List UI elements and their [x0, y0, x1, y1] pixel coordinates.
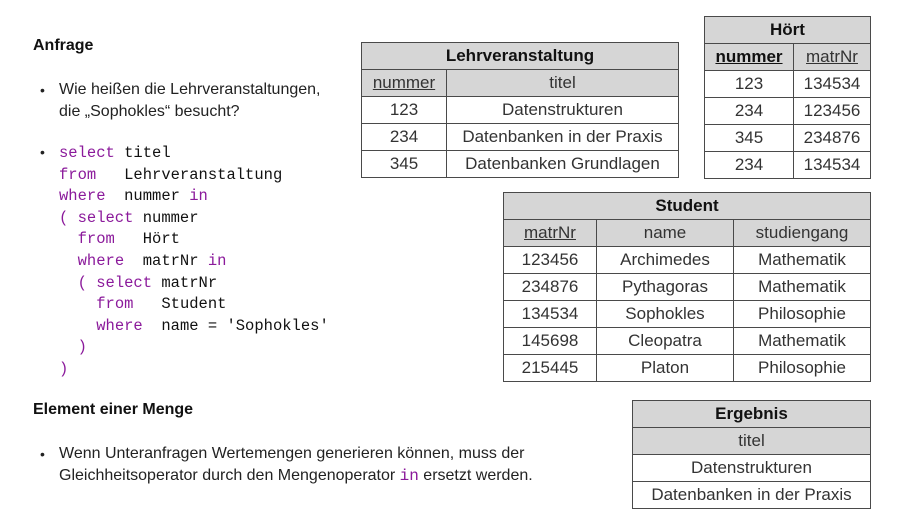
bullet-menge: • Wenn Unteranfragen Wertemengen generie… [40, 443, 533, 487]
sql-keyword: from [96, 295, 134, 314]
table-row: 234 Datenbanken in der Praxis [361, 123, 679, 151]
sql-query: select titel from Lehrveranstaltung wher… [59, 143, 329, 381]
table-ergebnis: Ergebnis titel Datenstrukturen Datenbank… [632, 400, 871, 509]
menge-line-1: Wenn Unteranfragen Wertemengen generiere… [59, 445, 525, 462]
table-cell: Pythagoras [596, 273, 734, 301]
table-cell: 134534 [793, 151, 871, 179]
heading-anfrage: Anfrage [33, 37, 94, 54]
table-row: 215445 Platon Philosophie [503, 354, 871, 382]
sql-text: Hört [114, 230, 180, 249]
column-header: studiengang [733, 219, 871, 247]
sql-keyword: in [189, 187, 208, 206]
column-header: matrNr [793, 43, 871, 71]
sql-keyword: where [59, 187, 106, 206]
column-header: name [596, 219, 734, 247]
table-row: Datenbanken in der Praxis [632, 481, 871, 509]
menge-text: Gleichheitsoperator durch den Mengenoper… [59, 467, 400, 484]
column-header: matrNr [503, 219, 597, 247]
table-cell: 345 [361, 150, 447, 178]
table-row: 345 Datenbanken Grundlagen [361, 150, 679, 178]
table-cell: Mathematik [733, 246, 871, 274]
table-cell: 123456 [793, 97, 871, 125]
table-cell: 234876 [503, 273, 597, 301]
column-header: titel [446, 69, 679, 97]
sql-text: nummer [133, 208, 199, 227]
table-cell: 134534 [503, 300, 597, 328]
table-title: Ergebnis [632, 400, 871, 428]
bullet-dot-icon: • [40, 144, 45, 160]
table-cell: 145698 [503, 327, 597, 355]
bullet-dot-icon: • [40, 82, 45, 98]
sql-text: Lehrveranstaltung [96, 165, 283, 184]
table-row: 345 234876 [704, 124, 871, 152]
table-cell: 234876 [793, 124, 871, 152]
sql-text: matrNr [152, 273, 218, 292]
table-row: 145698 Cleopatra Mathematik [503, 327, 871, 355]
table-cell: Philosophie [733, 300, 871, 328]
table-cell: Archimedes [596, 246, 734, 274]
table-student: Student matrNr name studiengang 123456 A… [503, 192, 871, 382]
column-header: titel [632, 427, 871, 455]
menge-inline-code: in [399, 467, 419, 485]
sql-keyword: from [77, 230, 115, 249]
sql-keyword: in [207, 251, 227, 270]
table-cell: Datenstrukturen [632, 454, 871, 482]
menge-text: ersetzt werden. [418, 467, 533, 484]
table-row: 123456 Archimedes Mathematik [503, 246, 871, 274]
table-cell: Mathematik [733, 273, 871, 301]
table-title: Student [503, 192, 871, 220]
sql-keyword: where [96, 316, 143, 335]
heading-element-einer-menge: Element einer Menge [33, 401, 194, 418]
sql-keyword: from [59, 165, 97, 184]
sql-keyword: select [59, 144, 115, 162]
table-cell: 234 [361, 123, 447, 151]
table-row: 134534 Sophokles Philosophie [503, 300, 871, 328]
table-row: 123 Datenstrukturen [361, 96, 679, 124]
sql-paren: ) [59, 359, 69, 378]
table-cell: 234 [704, 97, 794, 125]
sql-keyword: ( select [77, 273, 153, 292]
column-header: nummer [361, 69, 447, 97]
table-cell: Mathematik [733, 327, 871, 355]
table-cell: 123456 [503, 246, 597, 274]
bullet-question: • Wie heißen die Lehrveranstaltungen, di… [40, 79, 321, 123]
table-cell: Datenbanken in der Praxis [446, 123, 679, 151]
table-title: Lehrveranstaltung [361, 42, 679, 70]
question-line-2: die „Sophokles“ besucht? [59, 103, 240, 120]
table-cell: 345 [704, 124, 794, 152]
table-row: 234876 Pythagoras Mathematik [503, 273, 871, 301]
table-row: 234 123456 [704, 97, 871, 125]
sql-keyword: where [77, 251, 125, 270]
column-header: nummer [704, 43, 794, 71]
sql-text: nummer [105, 187, 190, 206]
table-lehrveranstaltung: Lehrveranstaltung nummer titel 123 Daten… [361, 42, 679, 178]
sql-text: matrNr [124, 251, 208, 270]
table-row: Datenstrukturen [632, 454, 871, 482]
table-hoert: Hört nummer matrNr 123 134534 234 123456… [704, 16, 871, 179]
table-cell: 134534 [793, 70, 871, 98]
table-row: 234 134534 [704, 151, 871, 179]
table-row: 123 134534 [704, 70, 871, 98]
sql-paren: ) [77, 338, 87, 357]
sql-text: Student [133, 295, 227, 314]
table-title: Hört [704, 16, 871, 44]
menge-line-2: Gleichheitsoperator durch den Mengenoper… [59, 465, 533, 487]
sql-keyword: ( select [59, 208, 134, 227]
table-cell: Datenbanken Grundlagen [446, 150, 679, 178]
table-cell: 123 [704, 70, 794, 98]
table-cell: Sophokles [596, 300, 734, 328]
table-cell: 234 [704, 151, 794, 179]
question-line-1: Wie heißen die Lehrveranstaltungen, [59, 81, 321, 98]
sql-text: name = 'Sophokles' [142, 316, 329, 335]
bullet-dot-icon: • [40, 446, 45, 462]
table-cell: Datenbanken in der Praxis [632, 481, 871, 509]
table-cell: 123 [361, 96, 447, 124]
table-cell: Datenstrukturen [446, 96, 679, 124]
sql-text: titel [114, 144, 171, 162]
table-cell: Cleopatra [596, 327, 734, 355]
table-cell: Philosophie [733, 354, 871, 382]
table-cell: Platon [596, 354, 734, 382]
table-cell: 215445 [503, 354, 597, 382]
